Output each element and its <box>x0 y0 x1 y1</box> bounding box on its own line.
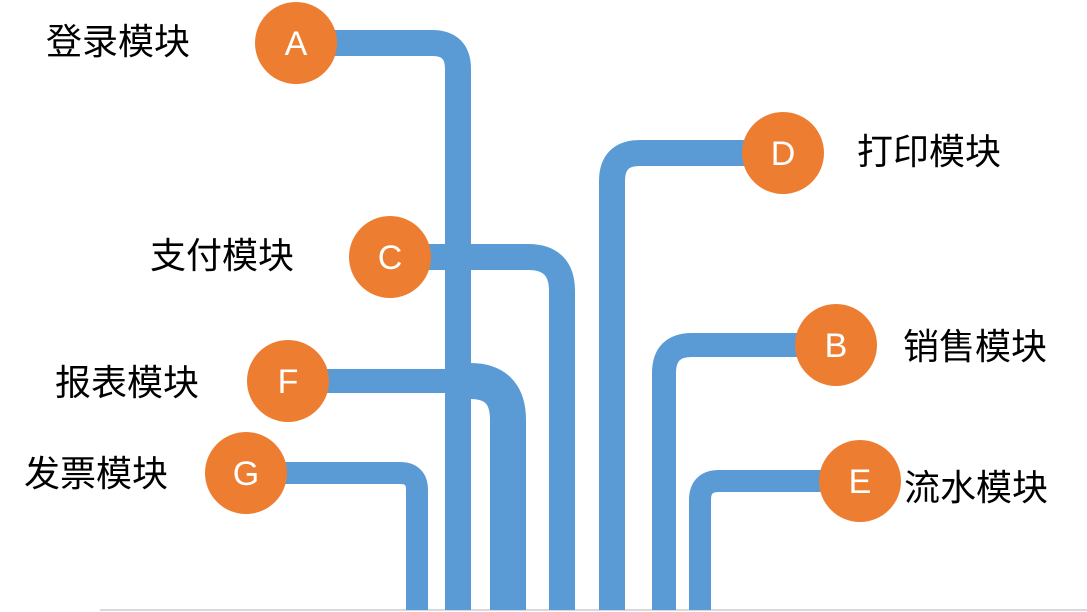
node-g-circle <box>205 432 287 514</box>
node-d-circle <box>742 112 824 194</box>
node-a-label: 登录模块 <box>46 22 190 63</box>
pipe-a <box>296 30 471 610</box>
pipe-g <box>246 462 428 610</box>
node-c-label: 支付模块 <box>150 236 294 277</box>
node-b-label: 销售模块 <box>903 327 1047 368</box>
node-d-label: 打印模块 <box>857 132 1001 173</box>
node-a-circle <box>255 2 337 84</box>
node-c-letter: C <box>378 239 403 277</box>
node-e: E 流水模块 <box>819 440 1048 522</box>
node-e-letter: E <box>849 463 872 501</box>
node-f-circle <box>247 340 329 422</box>
node-b-circle <box>795 304 877 386</box>
pipe-d <box>599 140 783 610</box>
node-f: F 报表模块 <box>55 340 329 422</box>
pipe-f-wide <box>468 363 526 610</box>
node-e-label: 流水模块 <box>904 468 1048 509</box>
node-d-letter: D <box>771 135 796 173</box>
node-f-letter: F <box>278 363 299 401</box>
node-b-letter: B <box>825 327 848 365</box>
node-g-letter: G <box>233 455 259 493</box>
node-g: G 发票模块 <box>24 432 287 514</box>
node-a-letter: A <box>285 25 308 63</box>
pipe-f <box>288 369 520 610</box>
node-e-circle <box>819 440 901 522</box>
node-c-circle <box>349 216 431 298</box>
node-f-label: 报表模块 <box>55 363 199 404</box>
pipe-b <box>652 333 836 610</box>
node-a: A 登录模块 <box>46 2 337 84</box>
pipe-c <box>390 244 575 610</box>
node-c: C 支付模块 <box>150 216 431 298</box>
node-g-label: 发票模块 <box>24 454 168 495</box>
pipe-e <box>689 470 860 610</box>
node-d: D 打印模块 <box>742 112 1001 194</box>
node-b: B 销售模块 <box>795 304 1047 386</box>
